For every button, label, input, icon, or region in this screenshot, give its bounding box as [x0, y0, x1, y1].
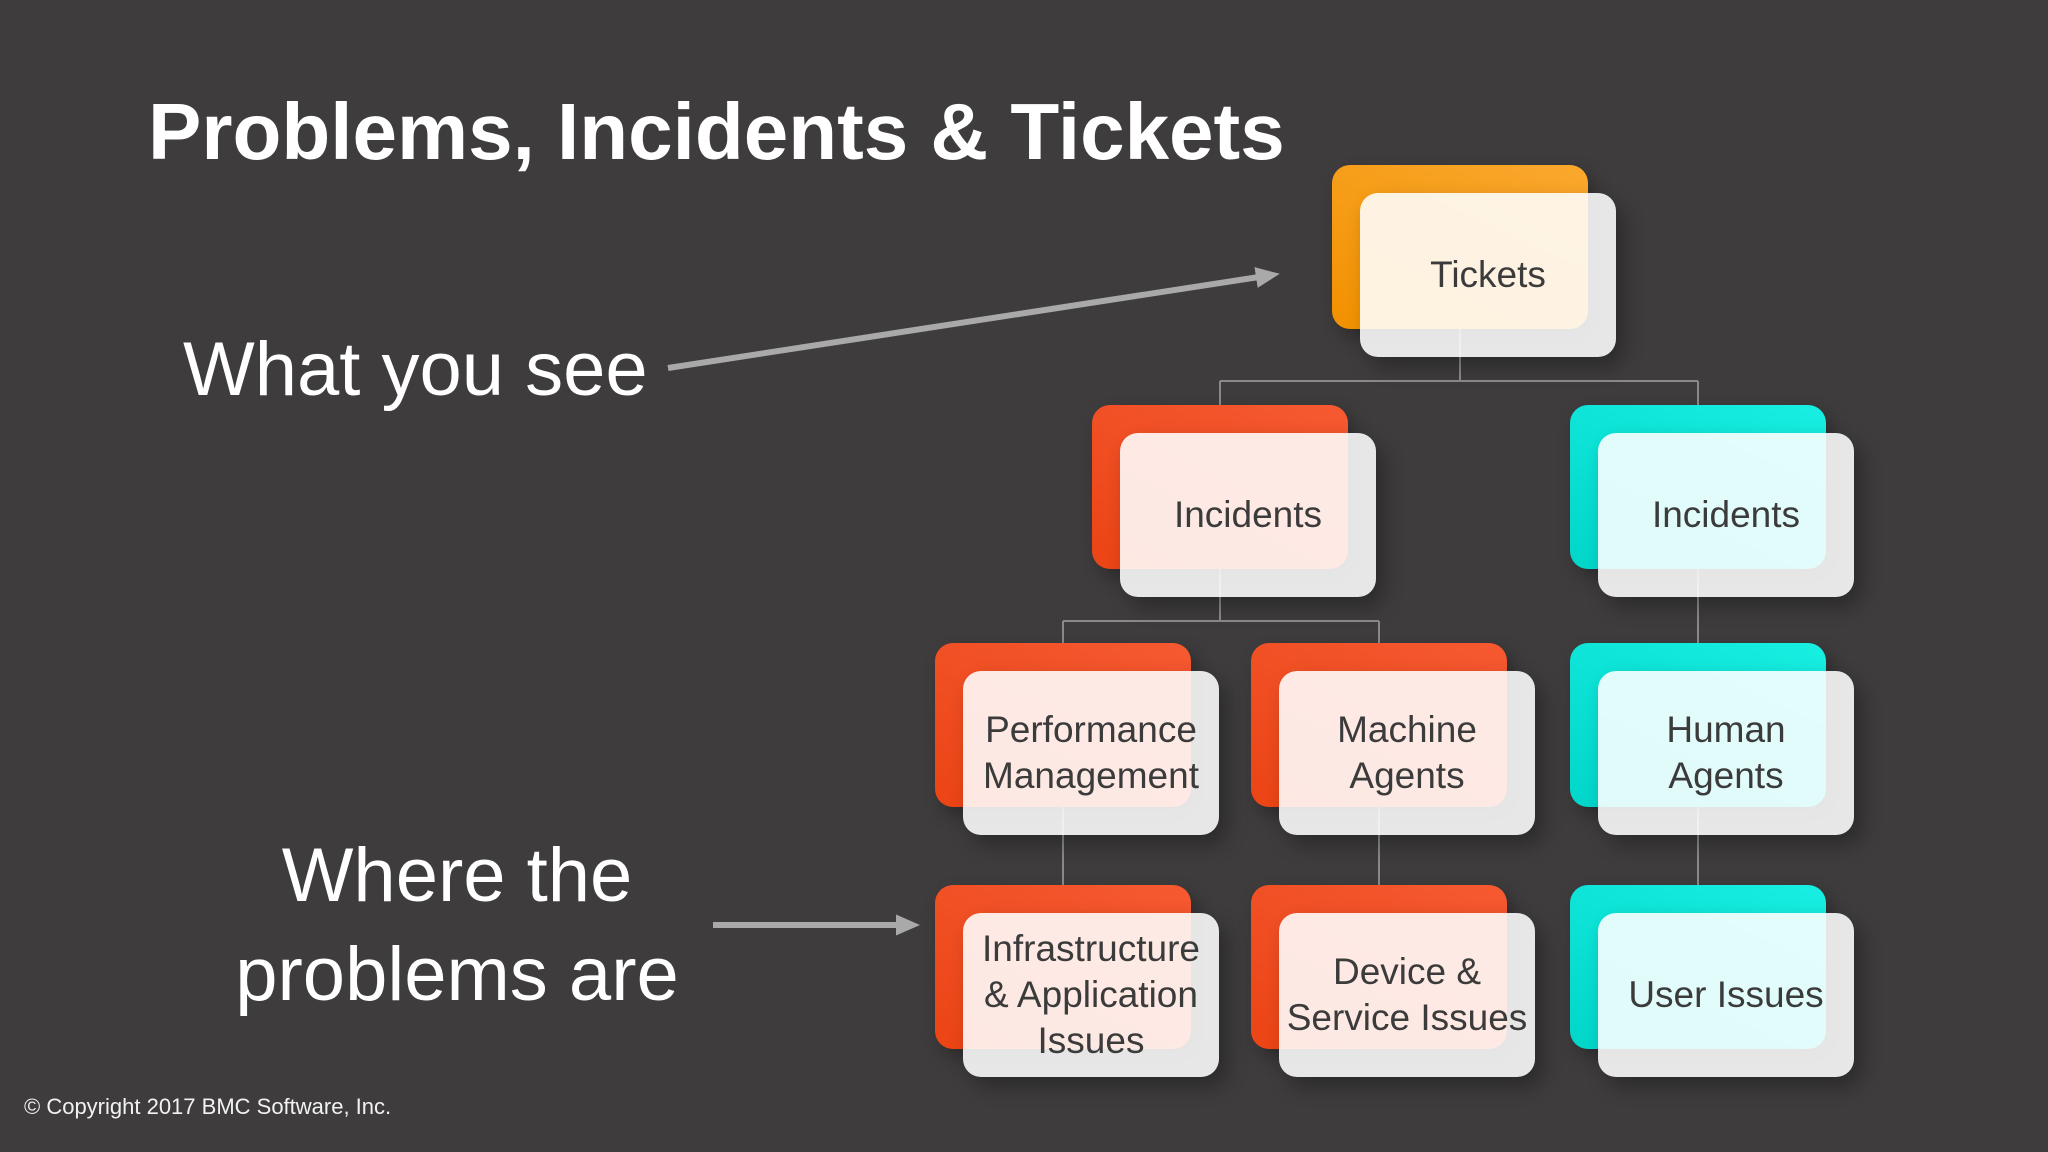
- node-label: Tickets: [1430, 254, 1546, 295]
- node-card-front: Incidents: [1598, 433, 1854, 597]
- node-performance-management: Performance Management: [935, 643, 1219, 835]
- slide-title: Problems, Incidents & Tickets: [148, 87, 1285, 176]
- node-card-front: Infrastructure & Application Issues: [963, 913, 1219, 1077]
- node-label: Performance Management: [983, 709, 1199, 796]
- copyright-notice: © Copyright 2017 BMC Software, Inc.: [24, 1094, 392, 1119]
- node-human-agents: Human Agents: [1570, 643, 1854, 835]
- node-infrastructure-application-issues: Infrastructure & Application Issues: [935, 885, 1219, 1077]
- node-incidents-where: Incidents: [1570, 405, 1854, 597]
- node-label: Incidents: [1651, 494, 1801, 535]
- node-user-issues: User Issues: [1570, 885, 1854, 1077]
- annotation-where-the-problems-are: Where the problems are: [157, 826, 757, 1024]
- node-card-front: User Issues: [1598, 913, 1854, 1077]
- annotation-what-you-see: What you see: [183, 327, 648, 412]
- node-label: Device & Service Issues: [1286, 951, 1528, 1038]
- node-card-front: Tickets: [1360, 193, 1616, 357]
- node-incidents-what: Incidents: [1092, 405, 1376, 597]
- node-label: Machine Agents: [1337, 709, 1477, 796]
- node-label: Human Agents: [1666, 709, 1786, 796]
- node-card-front: Performance Management: [963, 671, 1219, 835]
- node-card-front: Device & Service Issues: [1279, 913, 1535, 1077]
- node-tickets: Tickets: [1332, 165, 1616, 357]
- annotation-where-line1: Where the: [281, 833, 633, 918]
- annotation-where-line2: problems are: [235, 932, 679, 1017]
- node-machine-agents: Machine Agents: [1251, 643, 1535, 835]
- node-device-service-issues: Device & Service Issues: [1251, 885, 1535, 1077]
- node-label: User Issues: [1628, 974, 1824, 1015]
- node-card-front: Human Agents: [1598, 671, 1854, 835]
- node-card-front: Incidents: [1120, 433, 1376, 597]
- node-card-front: Machine Agents: [1279, 671, 1535, 835]
- node-label: Incidents: [1173, 494, 1323, 535]
- node-label: Infrastructure & Application Issues: [982, 928, 1200, 1061]
